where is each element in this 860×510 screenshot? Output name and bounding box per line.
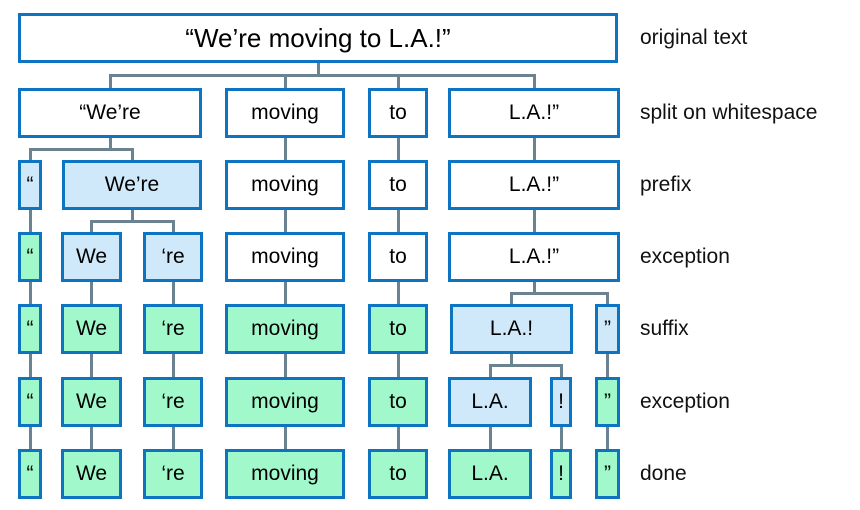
connector-line (90, 354, 93, 377)
connector-line (396, 427, 400, 449)
token-box: “ (18, 377, 42, 427)
connector-line (283, 354, 287, 377)
token-box: “ (18, 304, 42, 354)
connector-line (28, 427, 32, 449)
token-box: ‘re (143, 304, 203, 354)
token-box: ” (595, 377, 620, 427)
token-box: to (368, 377, 428, 427)
connector-line (171, 219, 175, 232)
connector-line (488, 364, 492, 377)
token-box: We (61, 377, 122, 427)
token-box: ‘re (143, 232, 203, 282)
connector-line (171, 282, 175, 304)
connector-line (532, 74, 536, 88)
token-box: “We’re (18, 88, 202, 138)
token-box: moving (225, 232, 345, 282)
token-box: ” (595, 304, 620, 354)
connector-line (559, 364, 563, 377)
connector-line (559, 427, 563, 449)
connector-line (283, 74, 287, 88)
token-box: “ (18, 449, 42, 499)
connector-line (316, 63, 320, 77)
token-box: moving (225, 160, 345, 210)
connector-line (108, 74, 112, 88)
stage-label: prefix (640, 173, 692, 196)
token-box: L.A. (448, 449, 532, 499)
connector-line (396, 354, 400, 377)
connector-line (606, 427, 609, 449)
token-box: moving (225, 88, 345, 138)
token-box: L.A.!” (448, 232, 620, 282)
token-box: We (61, 232, 122, 282)
token-box: L.A.!” (448, 88, 620, 138)
token-box: ! (550, 377, 572, 427)
connector-line (130, 210, 134, 223)
connector-line (532, 282, 536, 295)
connector-line (28, 147, 134, 151)
stage-label: exception (640, 390, 730, 413)
connector-line (90, 219, 175, 223)
connector-line (28, 210, 32, 232)
stage-label: done (640, 462, 687, 485)
token-box: We’re (62, 160, 202, 210)
connector-line (510, 291, 609, 295)
connector-line (171, 427, 175, 449)
connector-line (396, 282, 400, 304)
connector-line (90, 219, 93, 232)
token-box: We (61, 304, 122, 354)
token-box: “ (18, 160, 42, 210)
token-box: moving (225, 304, 345, 354)
connector-line (28, 354, 32, 377)
connector-line (283, 138, 287, 160)
token-box: ‘re (143, 449, 203, 499)
connector-line (28, 147, 32, 160)
connector-line (90, 282, 93, 304)
connector-line (396, 210, 400, 232)
token-box: moving (225, 377, 345, 427)
connector-line (606, 354, 609, 377)
token-box: moving (225, 449, 345, 499)
token-box: L.A.! (450, 304, 573, 354)
connector-line (28, 282, 32, 304)
connector-line (171, 354, 175, 377)
connector-line (532, 138, 536, 160)
connector-line (488, 427, 492, 449)
connector-line (283, 427, 287, 449)
connector-line (283, 210, 287, 232)
token-box: L.A. (448, 377, 532, 427)
token-box: to (368, 160, 428, 210)
connector-line (396, 138, 400, 160)
token-box: to (368, 304, 428, 354)
stage-label: suffix (640, 317, 689, 340)
token-box: to (368, 232, 428, 282)
stage-label: original text (640, 26, 748, 49)
connector-line (108, 74, 536, 77)
token-box: L.A.!” (448, 160, 620, 210)
connector-line (488, 364, 563, 367)
token-box: ” (595, 449, 620, 499)
token-box: to (368, 449, 428, 499)
connector-line (606, 291, 609, 304)
connector-line (532, 210, 536, 232)
token-box: ! (550, 449, 572, 499)
connector-line (510, 354, 513, 367)
connector-line (283, 282, 287, 304)
token-box: ‘re (143, 377, 203, 427)
token-box: We (61, 449, 122, 499)
connector-line (108, 138, 112, 151)
token-box: “ (18, 232, 42, 282)
stage-label: split on whitespace (640, 101, 818, 124)
connector-line (396, 74, 400, 88)
token-box: “We’re moving to L.A.!” (18, 13, 618, 63)
connector-line (510, 291, 513, 304)
stage-label: exception (640, 245, 730, 268)
connector-line (130, 147, 134, 160)
connector-line (90, 427, 93, 449)
token-box: to (368, 88, 428, 138)
